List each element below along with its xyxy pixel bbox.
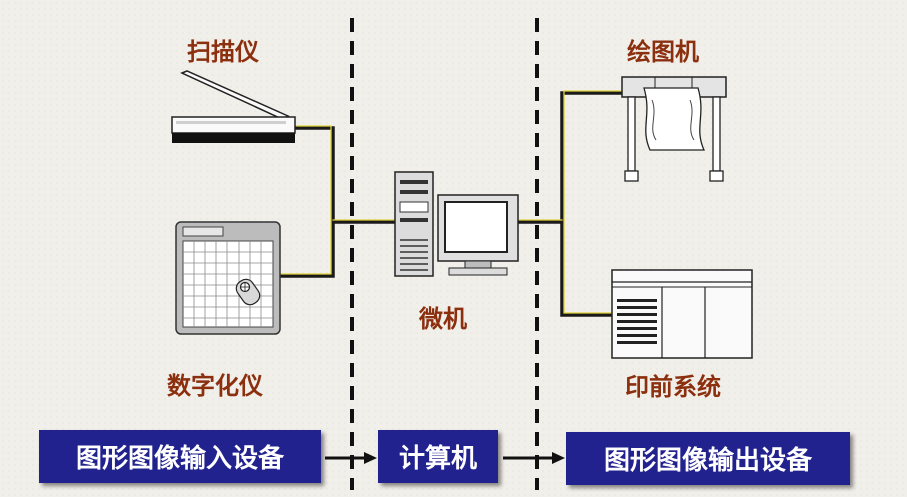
- plotter-icon: [621, 76, 727, 182]
- digitizer-icon: [175, 221, 281, 335]
- microcomputer-label: 微机: [419, 305, 467, 333]
- scanner-label: 扫描仪: [187, 38, 259, 66]
- prepress-system-icon: [611, 269, 753, 359]
- flow-arrows: [325, 452, 565, 464]
- computer-icon: [394, 171, 519, 277]
- prepress-label: 印前系统: [625, 373, 721, 401]
- computer-box: 计算机: [378, 430, 498, 483]
- plotter-label: 绘图机: [627, 38, 699, 66]
- output-devices-box: 图形图像输出设备: [566, 432, 850, 485]
- input-devices-box: 图形图像输入设备: [39, 430, 321, 483]
- digitizer-label: 数字化仪: [167, 372, 263, 400]
- connector-lines: [278, 90, 624, 317]
- scanner-icon: [171, 70, 296, 143]
